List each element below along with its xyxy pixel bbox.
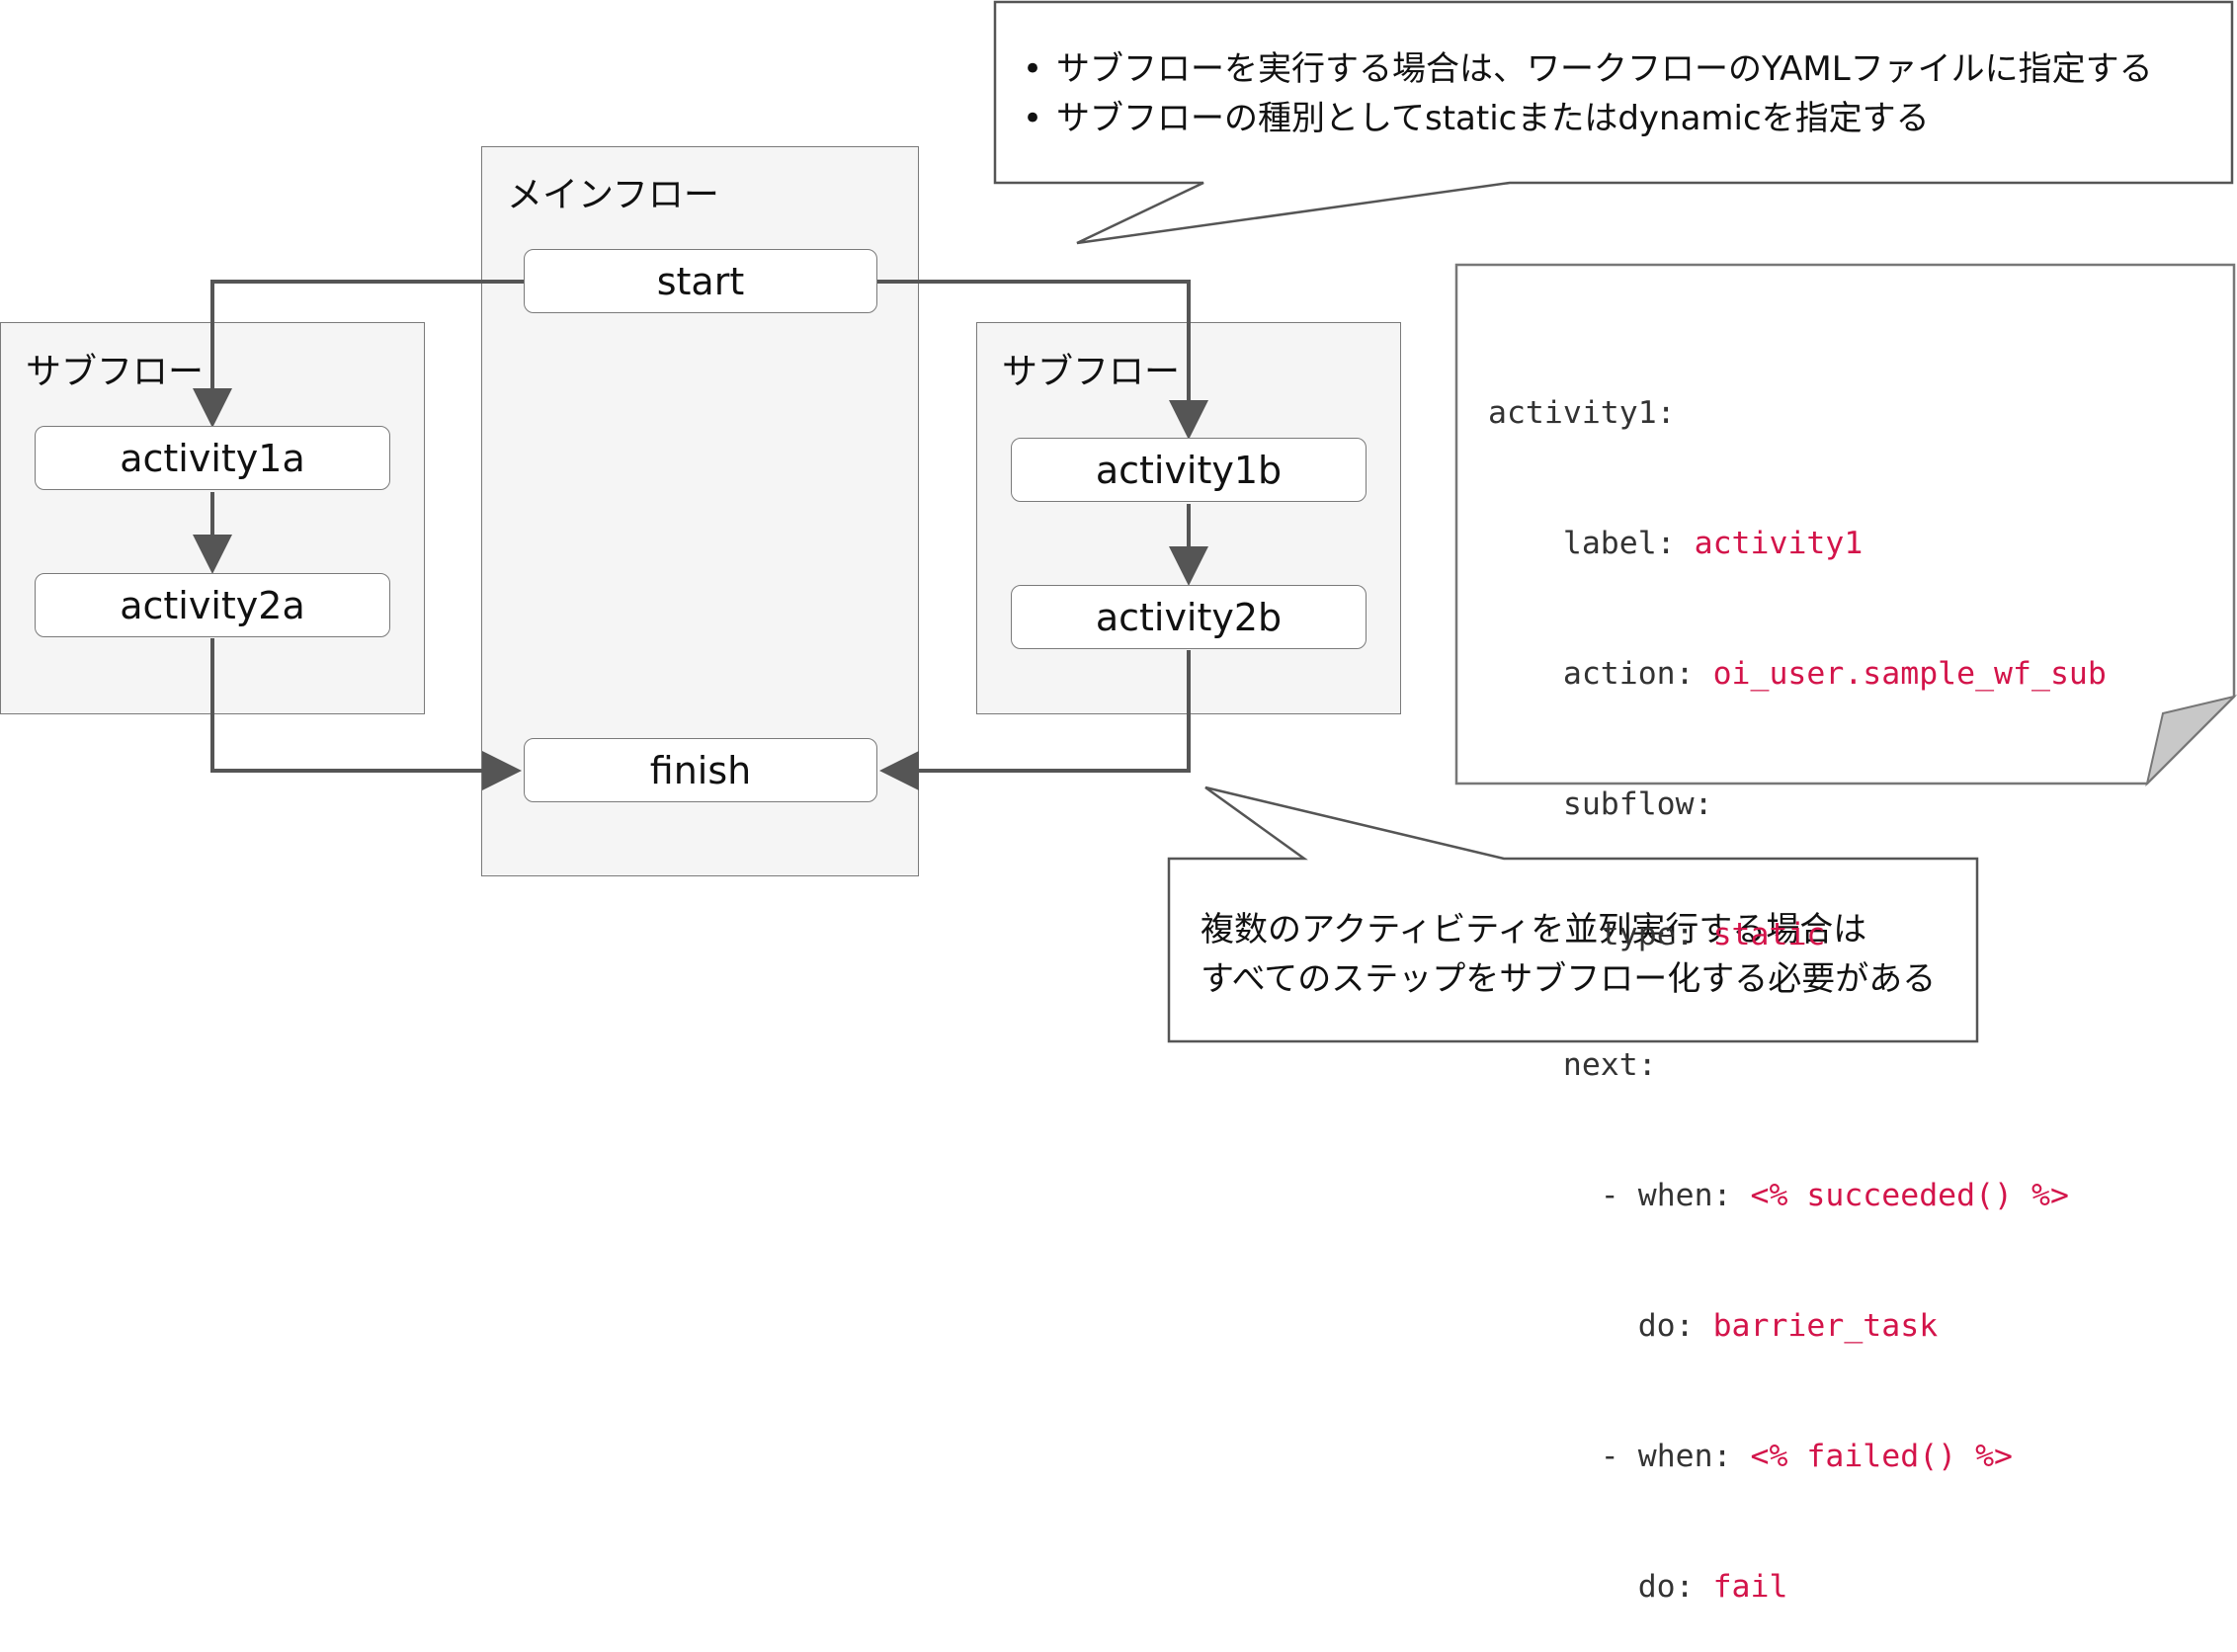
- code-line: type: static: [1600, 917, 1826, 952]
- code-line: - when: <% failed() %>: [1600, 1439, 2014, 1474]
- bullet-icon: •: [1023, 99, 1043, 138]
- callout-top-bullet-2-text: サブフローの種別としてstaticまたはdynamicを指定する: [1056, 99, 1930, 138]
- main-flow-title: メインフロー: [507, 175, 719, 215]
- code-line: - when: <% succeeded() %>: [1600, 1178, 2069, 1213]
- callout-bottom-line-1: 複数のアクティビティを並列実行する場合は: [1201, 910, 1867, 950]
- node-activity1a: activity1a: [35, 426, 390, 490]
- code-line: label: activity1: [1562, 526, 1864, 561]
- node-activity1b: activity1b: [1011, 438, 1367, 502]
- node-finish: finish: [524, 738, 877, 802]
- code-line: do: barrier_task: [1637, 1308, 1939, 1344]
- code-note-fold: [2145, 695, 2237, 787]
- edge-activity2b-to-finish: [879, 650, 1191, 790]
- callout-top-bullet-1: • サブフローを実行する場合は、ワークフローのYAMLファイルに指定する: [1023, 44, 2153, 94]
- code-line: activity1:: [1488, 395, 1676, 431]
- node-activity2a: activity2a: [35, 573, 390, 637]
- node-start: start: [524, 249, 877, 313]
- subflow-b-title: サブフロー: [1002, 352, 1181, 392]
- edge-activity2a-to-finish: [210, 638, 522, 790]
- callout-top-bullet-1-text: サブフローを実行する場合は、ワークフローのYAMLファイルに指定する: [1056, 49, 2153, 89]
- edge-start-to-activity1b: [877, 280, 1208, 440]
- yaml-code-block: activity1: label: activity1 action: oi_u…: [1488, 304, 2107, 1652]
- bullet-icon: •: [1023, 49, 1043, 89]
- callout-top-shape: [993, 0, 2234, 245]
- callout-bottom-text: 複数のアクティビティを並列実行する場合は すべてのステップをサブフロー化する必要…: [1201, 905, 1936, 1004]
- diagram-connectors: [193, 0, 2237, 1043]
- edge-start-to-activity1a: [193, 280, 524, 428]
- code-line: next:: [1562, 1047, 1657, 1083]
- code-line: do: fail: [1637, 1569, 1788, 1605]
- code-line: action: oi_user.sample_wf_sub: [1562, 656, 2107, 692]
- callout-bottom-shape: [1167, 785, 1979, 1043]
- callout-bottom-line-2: すべてのステップをサブフロー化する必要がある: [1201, 959, 1937, 999]
- node-activity2b: activity2b: [1011, 585, 1367, 649]
- callout-top-text: • サブフローを実行する場合は、ワークフローのYAMLファイルに指定する • サ…: [1023, 44, 2153, 143]
- code-line: subflow:: [1562, 786, 1713, 822]
- subflow-a-title: サブフロー: [26, 352, 205, 392]
- callout-top-bullet-2: • サブフローの種別としてstaticまたはdynamicを指定する: [1023, 94, 2153, 143]
